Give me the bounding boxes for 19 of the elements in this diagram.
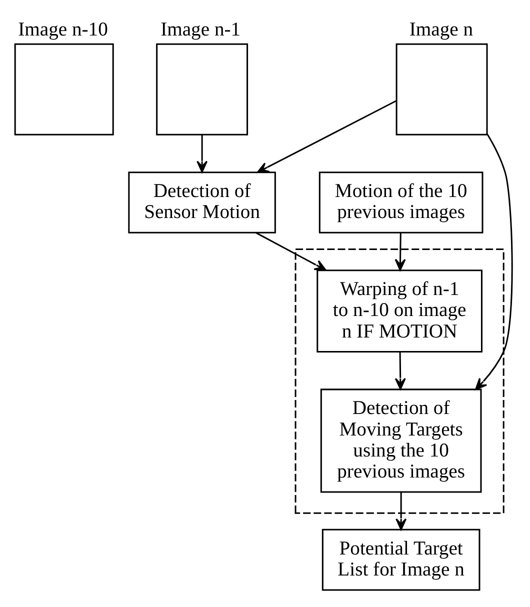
node-label: Image n <box>409 20 474 41</box>
node-box <box>14 43 114 136</box>
node-label: Image n-1 <box>160 20 241 41</box>
node-box <box>156 43 248 136</box>
arrow <box>394 352 406 390</box>
node-box: Detection of Sensor Motion <box>128 172 276 234</box>
node-box: Detection of Moving Targets using the 10 previous images <box>320 388 482 493</box>
arrow <box>396 492 407 530</box>
node-box: Warping of n-1 to n-10 on image n IF MOTION <box>316 270 482 352</box>
cluster <box>294 248 504 514</box>
arrow <box>394 232 406 271</box>
node-box: Potential Target List for Image n <box>322 528 480 591</box>
node-box <box>396 43 488 136</box>
arrow <box>256 232 326 271</box>
node-box: Motion of the 10 previous images <box>318 172 484 234</box>
arrow <box>196 134 208 173</box>
node-label: Image n-10 <box>18 20 108 41</box>
arrow <box>256 100 396 174</box>
arrow <box>475 133 513 390</box>
